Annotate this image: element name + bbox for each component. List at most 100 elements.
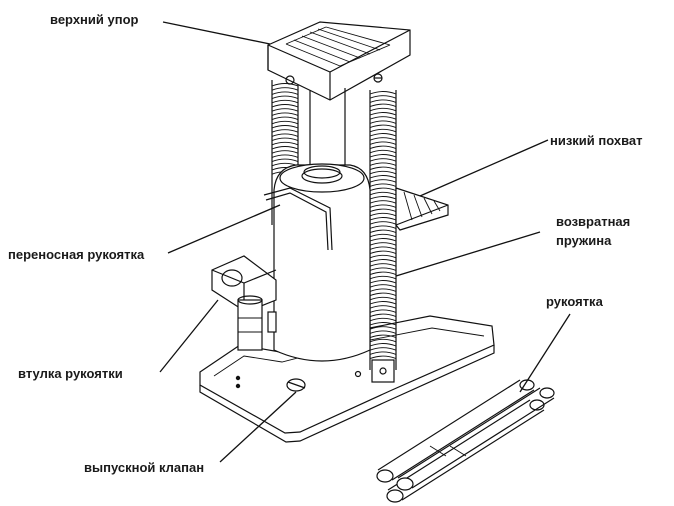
spring-coil xyxy=(369,238,397,242)
spring-coil xyxy=(369,301,397,305)
top-stop xyxy=(267,21,411,101)
spring-coil xyxy=(369,338,397,343)
spring-coil xyxy=(369,124,397,129)
spring-coil xyxy=(369,166,397,171)
spring-coil xyxy=(369,196,397,200)
spring-coil xyxy=(369,175,397,179)
release-valve xyxy=(235,370,362,392)
spring-coil xyxy=(271,95,299,100)
spring-coil xyxy=(369,313,397,318)
spring-coil xyxy=(369,187,397,192)
spring-coil xyxy=(369,221,397,225)
spring-coil xyxy=(369,326,397,330)
spring-coil xyxy=(271,150,299,154)
spring-coil xyxy=(271,137,299,142)
label-release-valve: выпускной клапан xyxy=(84,460,204,475)
label-low-pickup: низкий похват xyxy=(550,133,643,148)
spring-coil xyxy=(271,141,299,146)
spring-coil xyxy=(369,112,397,116)
spring-coil xyxy=(271,154,299,158)
spring-coil xyxy=(369,183,397,187)
spring-coil xyxy=(369,149,397,154)
spring-coil xyxy=(271,91,299,95)
spring-coil xyxy=(369,91,397,95)
spring-coil xyxy=(369,254,397,259)
spring-coil xyxy=(369,250,397,255)
spring-coil xyxy=(369,284,397,288)
spring-coil xyxy=(369,225,397,229)
label-return-spring-2: пружина xyxy=(556,233,612,248)
carry-handle xyxy=(263,187,333,251)
spring-coil xyxy=(369,179,397,183)
spring-coil xyxy=(369,263,397,267)
spring-coil xyxy=(369,204,397,208)
spring-coil xyxy=(271,99,299,104)
spring-coil xyxy=(369,137,397,141)
spring-coil xyxy=(271,125,299,129)
spring-coil xyxy=(271,83,299,87)
spring-coil xyxy=(369,162,397,166)
label-handle: рукоятка xyxy=(546,294,604,309)
spring-coil xyxy=(369,292,397,297)
spring-coil xyxy=(271,116,299,121)
label-return-spring-1: возвратная xyxy=(556,214,630,229)
label-handle-sleeve: втулка рукоятки xyxy=(18,366,123,381)
spring-coil xyxy=(369,317,397,322)
spring-coil xyxy=(369,280,397,284)
spring-coil xyxy=(369,212,397,217)
spring-coil xyxy=(369,275,397,280)
spring-coil xyxy=(271,146,299,150)
spring-coil xyxy=(369,343,397,347)
label-top-stop: верхний упор xyxy=(50,12,139,27)
spring-coil xyxy=(271,104,299,108)
spring-coil xyxy=(369,145,397,150)
spring-coil xyxy=(369,267,397,271)
spring-coil xyxy=(369,347,397,351)
spring-coil xyxy=(271,112,299,116)
spring-coil xyxy=(369,170,397,175)
spring-coil xyxy=(369,154,397,158)
spring-coil xyxy=(369,191,397,196)
spring-coil xyxy=(271,87,299,91)
spring-coil xyxy=(369,296,397,301)
spring-coil xyxy=(369,208,397,213)
spring-coil xyxy=(369,217,397,221)
spring-coil xyxy=(369,107,397,112)
spring-coil xyxy=(369,95,397,99)
spring-coil xyxy=(369,99,397,103)
spring-coil xyxy=(369,309,397,313)
left-return-spring xyxy=(271,80,299,225)
spring-coil xyxy=(271,129,299,133)
leader-lines xyxy=(159,21,571,463)
spring-coil xyxy=(271,108,299,112)
handle-tubes xyxy=(376,379,555,503)
spring-coil xyxy=(369,233,397,238)
spring-coil xyxy=(271,158,299,163)
spring-coil xyxy=(271,133,299,137)
spring-coil xyxy=(369,259,397,263)
spring-coil xyxy=(369,246,397,250)
base-plate xyxy=(199,315,495,443)
spring-coil xyxy=(369,229,397,234)
spring-coil xyxy=(369,330,397,334)
spring-coil xyxy=(271,120,299,125)
spring-coil xyxy=(369,288,397,292)
pump-assembly xyxy=(211,255,277,351)
main-cylinder xyxy=(273,163,371,362)
spring-coil xyxy=(369,322,397,326)
spring-coil xyxy=(369,200,397,204)
spring-coil xyxy=(369,351,397,355)
spring-coil xyxy=(369,334,397,339)
spring-coil xyxy=(369,355,397,360)
spring-coil xyxy=(369,242,397,246)
spring-coil xyxy=(369,103,397,108)
spring-coil xyxy=(369,158,397,162)
spring-coil xyxy=(369,141,397,145)
spring-coil xyxy=(369,128,397,133)
low-pickup xyxy=(395,187,449,231)
spring-coil xyxy=(369,271,397,276)
spring-coil xyxy=(369,116,397,120)
spring-coil xyxy=(369,133,397,137)
label-carry-handle: переносная рукоятка xyxy=(8,247,145,262)
